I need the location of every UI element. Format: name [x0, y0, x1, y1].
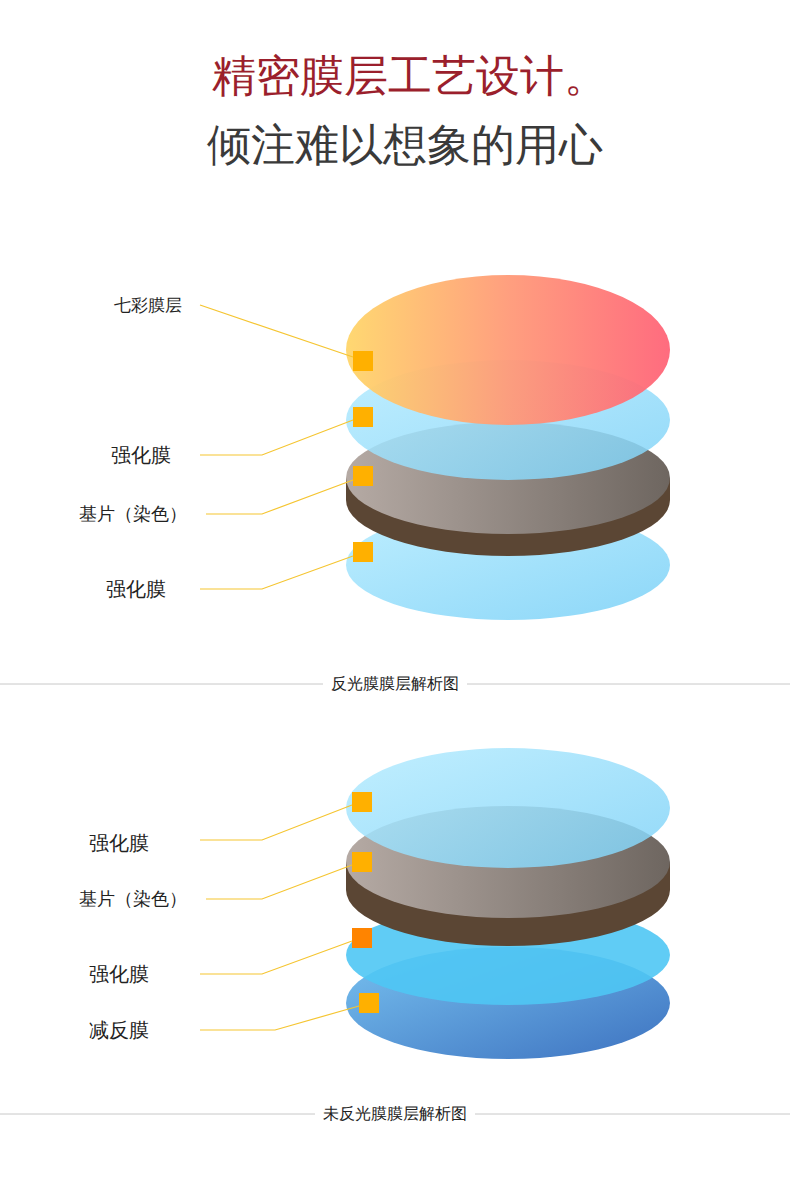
leader-lines	[200, 805, 359, 1030]
layer-label: 强化膜	[89, 962, 149, 986]
layer-label: 基片（染色）	[79, 888, 187, 910]
reflective-stack	[346, 275, 670, 620]
main-title: 精密膜层工艺设计。	[212, 50, 608, 103]
layer-label: 强化膜	[111, 443, 171, 467]
layer-label: 减反膜	[89, 1018, 149, 1042]
figure-caption: 未反光膜膜层解析图	[315, 1104, 475, 1123]
layer-label: 强化膜	[106, 577, 166, 601]
leader-lines	[200, 305, 353, 589]
subtitle: 倾注难以想象的用心	[207, 119, 603, 172]
layer-label: 强化膜	[89, 831, 149, 855]
non-reflective-stack	[346, 748, 670, 1059]
layer-label: 七彩膜层	[114, 295, 182, 315]
figure-caption: 反光膜膜层解析图	[323, 674, 467, 693]
layer-label: 基片（染色）	[79, 503, 187, 525]
